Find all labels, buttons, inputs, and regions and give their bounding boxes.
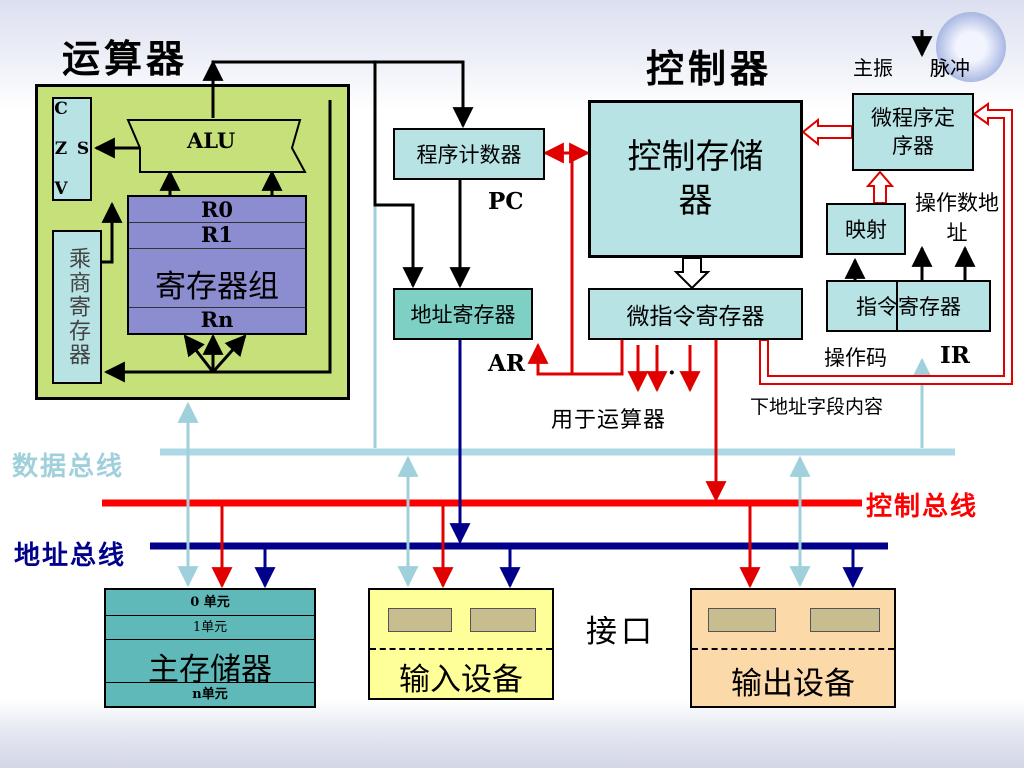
- register-rn-label: Rn: [200, 307, 234, 332]
- control-bus-label: 控制总线: [866, 492, 979, 522]
- mapping-label: 映射: [845, 218, 887, 242]
- output-interface-slot-1: [708, 608, 776, 632]
- clock-label: 主振: [853, 56, 893, 80]
- control-store: 控制存储器: [588, 100, 803, 258]
- instruction-register: 指令寄存器: [826, 280, 991, 332]
- mapping-unit: 映射: [826, 203, 906, 255]
- input-interface-slot-2: [470, 608, 536, 632]
- mq-register: 乘商寄存器: [52, 230, 102, 384]
- output-interface-slot-2: [810, 608, 880, 632]
- opcode-label: 操作码: [824, 346, 887, 370]
- address-bus-label: 地址总线: [14, 541, 127, 571]
- data-bus-label: 数据总线: [12, 452, 125, 482]
- output-divider: [692, 648, 894, 650]
- output-device-label: 输出设备: [731, 666, 855, 702]
- micro-sequencer: 微程序定序器: [852, 93, 974, 171]
- memory-unit-n: n单元: [106, 682, 314, 706]
- for-alu-label: 用于运算器: [551, 408, 667, 433]
- register-rn: Rn: [129, 307, 305, 333]
- input-divider: [370, 648, 552, 650]
- operand-address-label: 操作数地址: [914, 188, 1000, 248]
- register-file: R0 R1 寄存器组 Rn: [127, 195, 307, 335]
- alu-section-title: 运算器: [62, 37, 189, 81]
- register-r0-label: R0: [200, 197, 234, 222]
- memory-unit-1: 1单元: [106, 616, 314, 640]
- output-device: 输出设备: [690, 588, 896, 708]
- ir-tag: IR: [940, 342, 970, 369]
- micro-sequencer-label: 微程序定序器: [871, 106, 955, 158]
- university-logo: [936, 12, 1006, 82]
- memory-unit-0: 0 单元: [106, 590, 314, 616]
- operand-address-text: 操作数地址: [915, 191, 999, 245]
- interface-label: 接口: [586, 614, 656, 650]
- memory-unit-1-label: 1单元: [192, 620, 228, 635]
- memory-unit-0-label: 0 单元: [190, 595, 230, 610]
- flags-register: C Z V S: [51, 97, 93, 201]
- dot-mark: ·: [668, 360, 676, 386]
- pulse-label-overlay: 脉冲: [930, 56, 970, 80]
- alu-shape: [126, 119, 307, 173]
- next-address-label: 下地址字段内容: [750, 396, 884, 418]
- mq-register-label: 乘商寄存器: [65, 247, 90, 367]
- controller-section-title: 控制器: [646, 47, 773, 91]
- flags-label: C Z V S: [51, 99, 93, 199]
- pc-tag: PC: [488, 188, 524, 215]
- register-r1-label: R1: [200, 222, 234, 247]
- ir-divider: [896, 282, 898, 330]
- ar-tag: AR: [488, 350, 525, 377]
- register-r1: R1: [129, 223, 305, 249]
- register-group-label: 寄存器组: [155, 269, 279, 305]
- micro-instruction-register: 微指令寄存器: [588, 288, 803, 340]
- input-device-label: 输入设备: [399, 662, 523, 698]
- memory-unit-n-label: n单元: [192, 687, 228, 702]
- alu-label: ALU: [187, 128, 236, 153]
- instruction-register-label: 指令寄存器: [856, 295, 961, 319]
- input-interface-slot-1: [388, 608, 452, 632]
- address-register-label: 地址寄存器: [410, 303, 516, 327]
- input-device: 输入设备: [368, 588, 554, 700]
- alu-section-panel: [35, 84, 350, 400]
- control-store-label: 控制存储器: [627, 137, 764, 221]
- program-counter-label: 程序计数器: [416, 143, 522, 167]
- register-r0: R0: [129, 197, 305, 223]
- program-counter: 程序计数器: [393, 128, 545, 180]
- address-register: 地址寄存器: [393, 288, 533, 340]
- micro-instruction-register-label: 微指令寄存器: [626, 304, 765, 330]
- main-memory: 0 单元 1单元 主存储器 n单元: [104, 588, 316, 708]
